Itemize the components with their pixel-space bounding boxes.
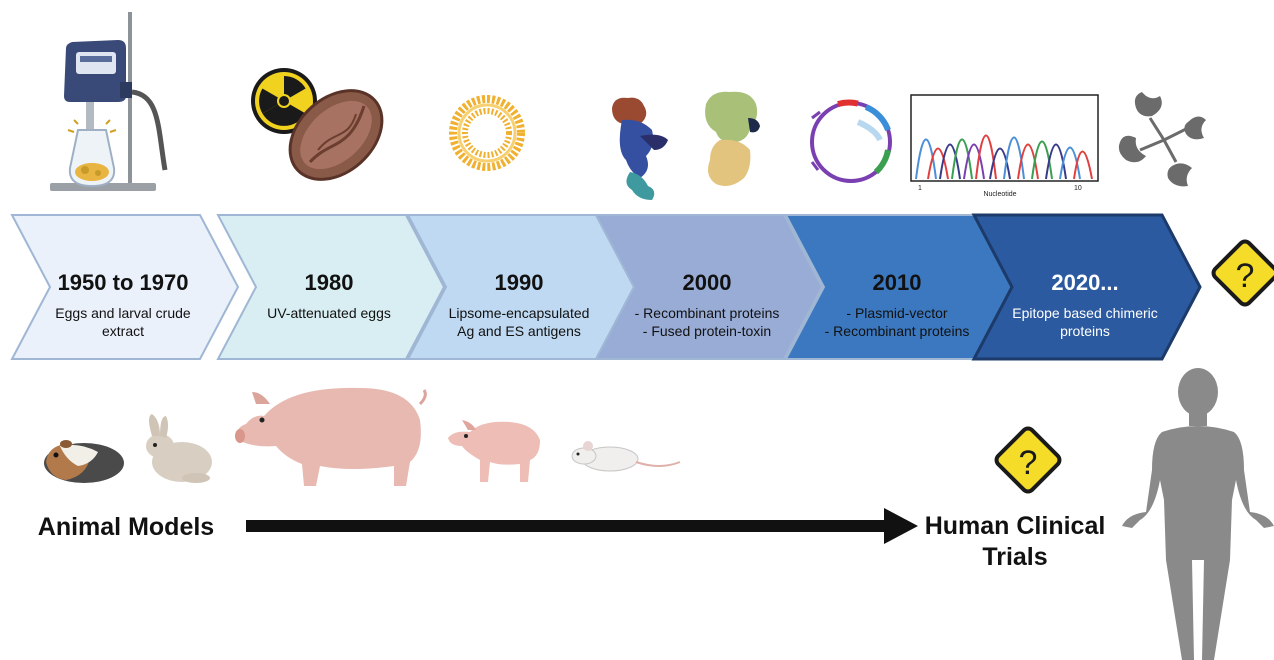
timeline-description-line: Epitope based chimeric xyxy=(1012,305,1158,321)
human-figure-icon xyxy=(1122,368,1274,660)
timeline-description-line: - Plasmid-vector xyxy=(846,305,947,321)
timeline-description-line: extract xyxy=(102,323,144,339)
chromatogram-tick-end: 10 xyxy=(1074,185,1082,192)
warning-mark-top: ? xyxy=(1236,257,1255,295)
timeline-description-line: - Fused protein-toxin xyxy=(643,323,771,339)
timeline-chevron xyxy=(216,214,446,360)
warning-mark-bottom: ? xyxy=(1019,444,1038,482)
egg-icon xyxy=(288,89,384,181)
timeline-year: 2020... xyxy=(1051,270,1118,295)
human-clinical-trials-label-line1: Human Clinical xyxy=(925,512,1106,540)
plasmid-icon xyxy=(810,99,892,183)
timeline-stage: 2000 - Recombinant proteins - Fused protei… xyxy=(594,214,824,360)
timeline-stage: 2020... Epitope based chimeric proteins xyxy=(971,213,1202,361)
timeline-year: 1990 xyxy=(495,270,544,295)
timeline-year: 1980 xyxy=(305,270,354,295)
timeline-year: 1950 to 1970 xyxy=(58,270,189,295)
liposome-icon xyxy=(449,95,525,171)
rabbit-icon xyxy=(146,414,212,483)
timeline-description-line: Lipsome-encapsulated xyxy=(449,305,590,321)
chimeric-protein-icon xyxy=(1118,92,1206,187)
progress-arrow xyxy=(246,508,918,544)
protein-structure-icon xyxy=(612,91,760,200)
piglet-icon xyxy=(448,420,540,482)
timeline-description-line: - Recombinant proteins xyxy=(635,305,780,321)
timeline-description-line: Eggs and larval crude xyxy=(55,305,191,321)
timeline-description-line: UV-attenuated eggs xyxy=(267,305,391,321)
radiation-icon xyxy=(251,68,317,134)
timeline-year: 2010 xyxy=(873,270,922,295)
pig-icon xyxy=(235,387,427,486)
human-clinical-trials-label-line2: Trials xyxy=(982,543,1047,571)
warning-diamond-bottom: ? xyxy=(994,426,1062,494)
animal-models-label: Animal Models xyxy=(38,513,214,541)
timeline-chevron xyxy=(971,213,1202,361)
mouse-icon xyxy=(571,441,681,472)
timeline-description-line: Ag and ES antigens xyxy=(457,323,581,339)
guinea-pig-icon xyxy=(44,440,124,483)
timeline-description-line: proteins xyxy=(1060,323,1110,339)
sequencing-chromatogram: 1 Nucleotide 10 xyxy=(910,94,1099,198)
timeline-chevron xyxy=(594,214,824,360)
timeline-year: 2000 xyxy=(683,270,732,295)
chromatogram-tick-start: 1 xyxy=(918,185,922,192)
warning-diamond-top: ? xyxy=(1211,239,1274,307)
homogenizer-icon xyxy=(50,12,168,191)
chromatogram-x-label: Nucleotide xyxy=(983,191,1016,198)
timeline-chevron xyxy=(10,214,240,360)
timeline-stage: 2010 - Plasmid-vector - Recombinant protei… xyxy=(784,214,1014,360)
timeline-description-line: - Recombinant proteins xyxy=(825,323,970,339)
